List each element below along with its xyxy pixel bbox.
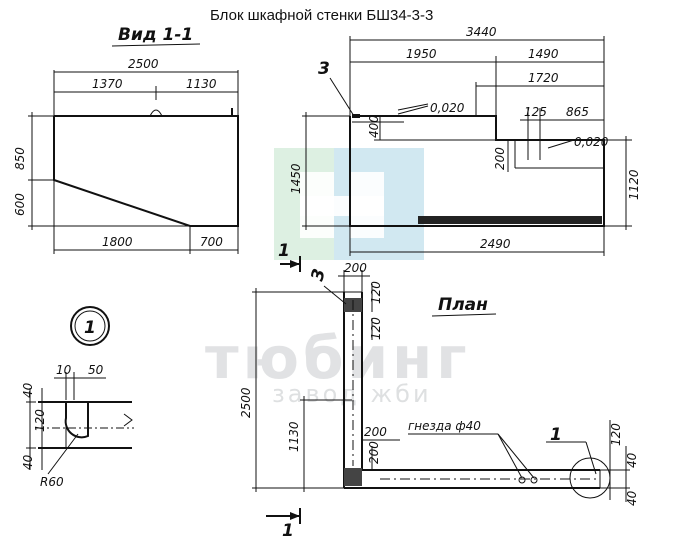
dim-front-gap: 125 — [524, 105, 547, 119]
dim-plan-top-width: 200 — [344, 261, 367, 275]
dim-front-upper-left: 1950 — [406, 47, 437, 61]
dim-plan-right-bottom: 40 — [625, 490, 639, 506]
plan-view: План гнезда ф40 1 3 200 120 — [239, 261, 639, 506]
dim-front-top-step: 400 — [367, 115, 381, 138]
dim-plan-bottom-width1: 200 — [364, 425, 387, 439]
section-label-bottom: 1 — [282, 521, 294, 541]
detail-mark-circle — [70, 306, 110, 346]
section-mark-bottom: 1 — [266, 508, 301, 541]
dim-detail-h2: 120 — [33, 409, 47, 432]
drawing-title: Блок шкафной стенки БШ34-3-3 — [210, 7, 433, 24]
dim-view-height-lower: 600 — [13, 193, 27, 216]
dim-plan-right-small: 40 — [625, 452, 639, 468]
view-label: Вид 1-1 — [118, 25, 193, 45]
dim-detail-d2: 50 — [88, 363, 104, 377]
dim-view-top-right: 1130 — [186, 77, 217, 91]
plan-bottom-embed — [344, 468, 362, 486]
dim-plan-top-offset: 120 — [369, 281, 383, 304]
view-1-1: Вид 1-1 2500 1370 1130 850 600 1800 700 — [13, 25, 239, 254]
detail-circle-1 — [569, 457, 611, 499]
dim-front-slope1: 0,020 — [430, 101, 465, 115]
label-nests: гнезда ф40 — [408, 419, 481, 433]
section-label-top: 1 — [278, 241, 290, 261]
dim-front-step: 1720 — [528, 71, 559, 85]
dim-view-top-left: 1370 — [92, 77, 123, 91]
dim-plan-second-offset: 120 — [369, 317, 383, 340]
dim-front-mid-step: 200 — [493, 147, 507, 170]
dim-plan-length: 2500 — [239, 387, 253, 418]
dim-front-right-part: 865 — [566, 105, 589, 119]
dim-front-overall: 3440 — [466, 25, 497, 39]
dim-view-height-upper: 850 — [13, 147, 27, 170]
dim-front-right-height: 1120 — [627, 169, 641, 200]
section-mark-top: 1 — [278, 241, 301, 272]
detail-1: 1 10 50 40 120 40 R60 — [21, 306, 134, 489]
plan-label: План — [438, 295, 488, 315]
dim-detail-h3: 40 — [21, 454, 35, 470]
watermark-text: тюбинг — [205, 324, 471, 392]
dim-detail-d1: 10 — [56, 363, 72, 377]
dim-detail-h1: 40 — [21, 382, 35, 398]
dim-front-slope2: 0,020 — [574, 135, 609, 149]
front-view: 3 3440 1950 1490 1720 0,020 125 865 0,02… — [289, 25, 641, 256]
dim-front-upper-right: 1490 — [528, 47, 559, 61]
rebar-band — [418, 216, 602, 224]
watermark-subtext: завод жби — [272, 380, 432, 408]
callout-item3-plan: 3 — [308, 267, 330, 284]
dim-view-bottom-left: 1800 — [102, 235, 133, 249]
dim-view-bottom-right: 700 — [200, 235, 223, 249]
callout-item3-front: 3 — [318, 59, 330, 79]
dim-detail-radius: R60 — [40, 475, 64, 489]
dim-plan-lower-part: 1130 — [287, 421, 301, 452]
dim-plan-right-offset: 120 — [609, 423, 623, 446]
dim-plan-bottom-width2: 200 — [367, 441, 381, 464]
callout-item1: 1 — [550, 425, 562, 445]
dim-front-bottom: 2490 — [480, 237, 511, 251]
dim-front-height: 1450 — [289, 163, 303, 194]
dim-view-overall-width: 2500 — [128, 57, 159, 71]
detail-mark-number: 1 — [84, 318, 96, 338]
